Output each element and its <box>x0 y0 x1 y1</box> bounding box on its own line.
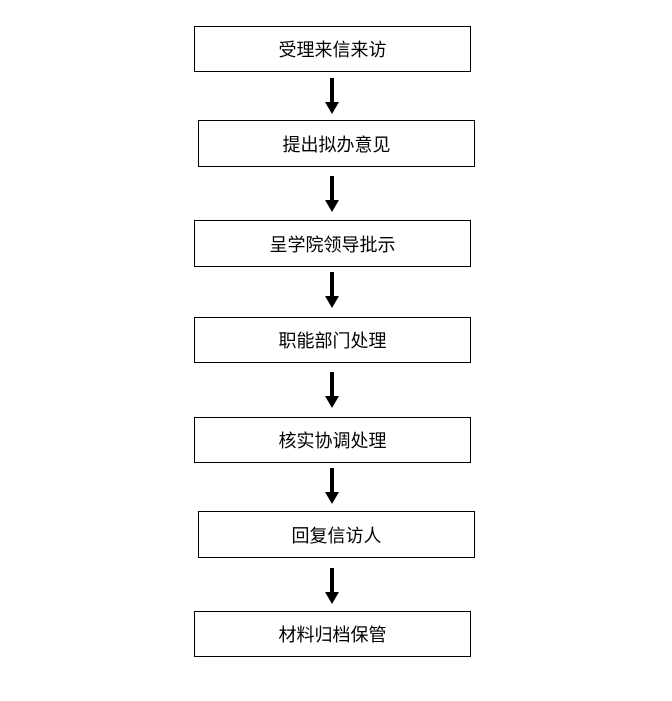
step-label: 回复信访人 <box>291 525 382 547</box>
step-label: 核实协调处理 <box>278 431 387 452</box>
arrow-down-icon <box>324 372 340 408</box>
step-label: 提出拟办意见 <box>282 134 391 156</box>
arrow-down-icon <box>324 272 340 308</box>
step-archive-materials: 材料归档保管 <box>194 611 471 657</box>
arrow-down-icon <box>324 78 340 114</box>
step-reply-petitioner: 回复信访人 <box>198 511 475 558</box>
step-label: 材料归档保管 <box>278 625 387 646</box>
arrow-down-icon <box>324 468 340 504</box>
step-label: 呈学院领导批示 <box>269 234 396 256</box>
step-department-handling: 职能部门处理 <box>194 317 471 363</box>
step-propose-handling-opinion: 提出拟办意见 <box>198 120 475 167</box>
step-verify-coordinate: 核实协调处理 <box>194 417 471 463</box>
arrow-down-icon <box>324 568 340 604</box>
arrow-down-icon <box>324 176 340 212</box>
step-label: 受理来信来访 <box>278 40 387 61</box>
step-receive-letters-visits: 受理来信来访 <box>194 26 471 72</box>
step-label: 职能部门处理 <box>278 331 387 352</box>
step-submit-to-leadership: 呈学院领导批示 <box>194 220 471 267</box>
